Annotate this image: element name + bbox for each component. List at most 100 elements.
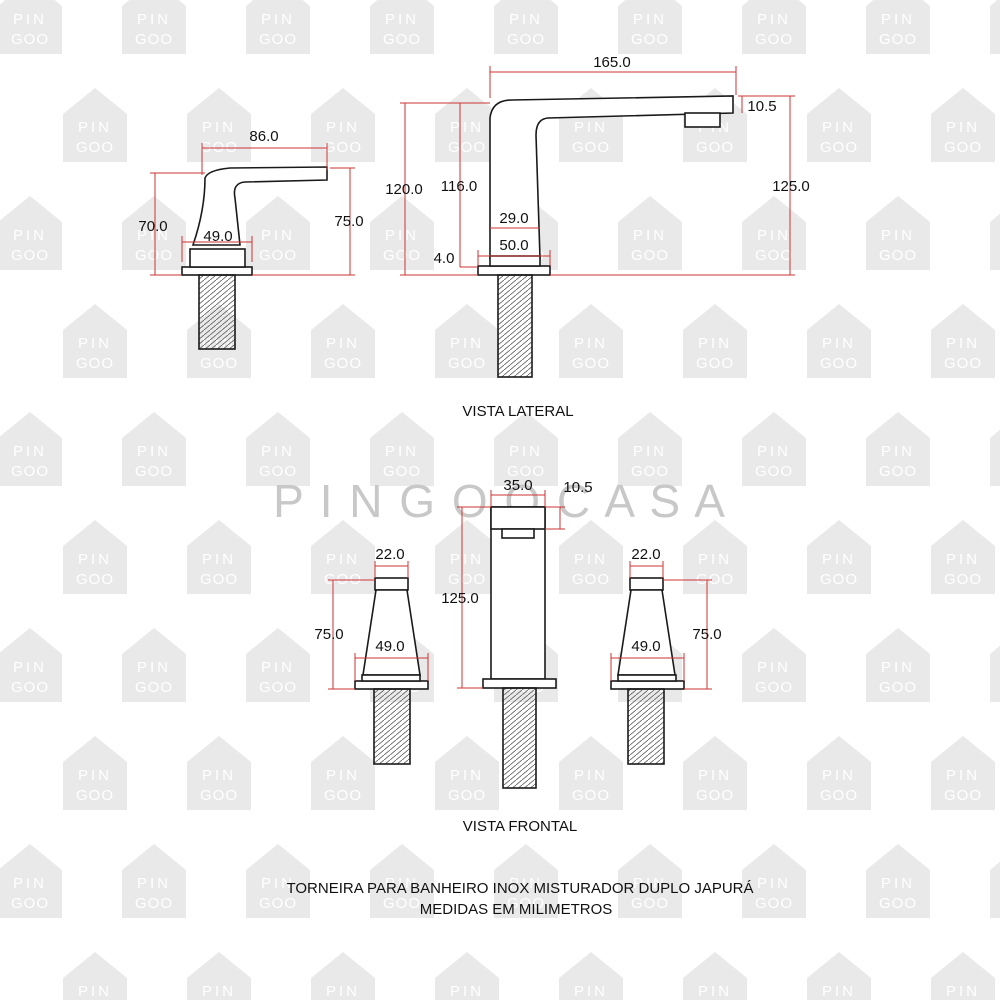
svg-text:PIN: PIN [326, 119, 360, 136]
watermark-logo-tile: PIN GOO [311, 304, 375, 378]
svg-text:GOO: GOO [572, 139, 610, 156]
svg-text:PIN: PIN [137, 227, 171, 244]
watermark-logo-tile: PIN GOO [311, 88, 375, 162]
side-spout-base-width-label: 50.0 [499, 237, 528, 254]
svg-text:PIN: PIN [13, 659, 47, 676]
svg-text:PIN: PIN [633, 11, 667, 28]
svg-text:GOO: GOO [11, 679, 49, 696]
front-left-handle-thread [373, 688, 411, 765]
side-spout-body [489, 95, 734, 259]
side-handle-thread [198, 274, 236, 350]
svg-text:GOO: GOO [820, 355, 858, 372]
svg-text:PIN: PIN [509, 443, 543, 460]
side-labels: 86.0 70.0 75.0 49.0 165.0 10.5 120.0 116… [138, 54, 809, 420]
front-left-base-width-label: 49.0 [375, 638, 404, 655]
svg-text:PIN: PIN [450, 335, 484, 352]
svg-text:GOO: GOO [507, 895, 545, 912]
side-spout-neck-width-label: 29.0 [499, 210, 528, 227]
watermark-logo-tile: PIN GOO [0, 412, 62, 486]
svg-text:PIN: PIN [385, 11, 419, 28]
side-spout-collar [489, 255, 541, 267]
watermark-logo-tile: PIN GOO [618, 196, 682, 270]
svg-text:GOO: GOO [324, 355, 362, 372]
svg-text:PIN: PIN [78, 335, 112, 352]
front-left-handle-base [354, 680, 429, 690]
svg-text:PIN: PIN [13, 443, 47, 460]
side-spout-total-height-label: 120.0 [385, 181, 423, 198]
front-right-handle-base [610, 680, 685, 690]
side-handle-height-right-label: 75.0 [334, 213, 363, 230]
svg-text:GOO: GOO [631, 31, 669, 48]
svg-text:PIN: PIN [574, 119, 608, 136]
side-spout-body-height-label: 116.0 [441, 178, 477, 195]
svg-text:PIN: PIN [261, 11, 295, 28]
svg-text:PIN: PIN [202, 551, 236, 568]
svg-text:PIN: PIN [946, 983, 980, 1000]
svg-text:GOO: GOO [324, 139, 362, 156]
svg-text:PIN: PIN [326, 335, 360, 352]
side-handle-collar [189, 248, 246, 268]
side-spout-outlet-label: 10.5 [747, 98, 776, 115]
svg-text:PIN: PIN [13, 11, 47, 28]
side-spout-aerator [684, 112, 721, 128]
svg-text:GOO: GOO [696, 355, 734, 372]
svg-text:PIN: PIN [326, 551, 360, 568]
svg-text:PIN: PIN [385, 875, 419, 892]
front-left-top-width-label: 22.0 [375, 546, 404, 563]
front-spout-aerator [501, 528, 535, 539]
front-right-handle-body [617, 589, 676, 676]
front-spout-outlet-label: 10.5 [563, 479, 592, 496]
svg-text:PIN: PIN [574, 551, 608, 568]
svg-text:PIN: PIN [881, 227, 915, 244]
svg-text:GOO: GOO [259, 679, 297, 696]
svg-text:GOO: GOO [755, 895, 793, 912]
front-left-height-label: 75.0 [314, 626, 343, 643]
svg-text:PIN: PIN [261, 227, 295, 244]
svg-text:PIN: PIN [946, 767, 980, 784]
svg-text:GOO: GOO [879, 895, 917, 912]
svg-text:GOO: GOO [755, 247, 793, 264]
front-spout-height-label: 125.0 [441, 590, 479, 607]
caption-line1: TORNEIRA PARA BANHEIRO INOX MISTURADOR D… [286, 880, 753, 897]
svg-text:PIN: PIN [881, 659, 915, 676]
svg-text:GOO: GOO [631, 247, 669, 264]
svg-text:PIN: PIN [633, 227, 667, 244]
svg-text:GOO: GOO [135, 895, 173, 912]
svg-text:GOO: GOO [11, 463, 49, 480]
svg-text:PIN: PIN [326, 767, 360, 784]
front-right-handle-cap [629, 577, 664, 591]
side-handle-body [191, 166, 328, 246]
svg-text:PIN: PIN [698, 767, 732, 784]
svg-text:GOO: GOO [76, 139, 114, 156]
svg-text:PIN: PIN [946, 335, 980, 352]
front-right-handle-drawing [610, 577, 685, 765]
svg-text:GOO: GOO [820, 787, 858, 804]
svg-text:PIN: PIN [261, 443, 295, 460]
svg-text:GOO: GOO [944, 787, 982, 804]
